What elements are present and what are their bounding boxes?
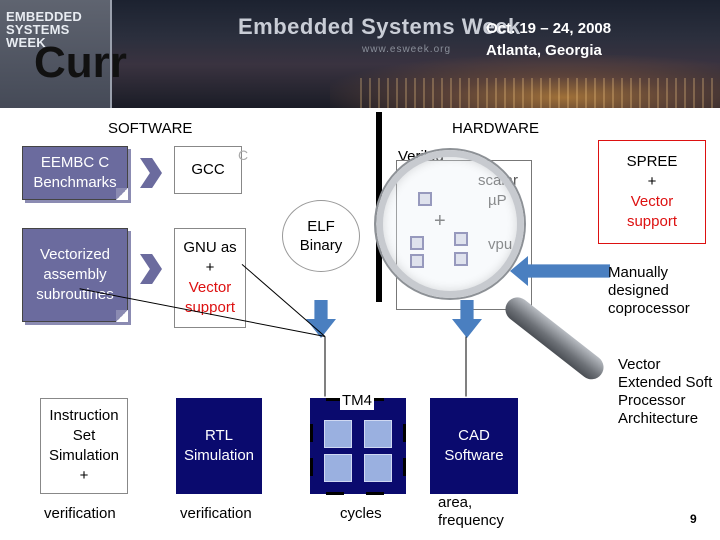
banner-date-line-1: Oct. 19 – 24, 2008 (486, 20, 612, 37)
hardware-header: HARDWARE (452, 120, 539, 137)
city-glow (330, 55, 720, 108)
gnu-as-box: GNU as + Vector support (174, 228, 246, 328)
rtl-verification: verification (180, 505, 252, 522)
rtl-line-2: Simulation (183, 447, 255, 464)
gnu-as-plus: + (205, 259, 215, 276)
tm4-label: TM4 (340, 392, 374, 410)
board-pin (326, 398, 344, 401)
eembc-benchmarks-box: EEMBC C Benchmarks (22, 146, 128, 200)
logo-line-3: WEEK (6, 35, 46, 50)
logo-text: EMBEDDED SYSTEMS WEEK (6, 10, 82, 49)
gcc-suffix: C (238, 147, 249, 163)
banner-date-line-2: Atlanta, Georgia (486, 42, 602, 59)
gnu-vector-support: Vector support (184, 279, 236, 316)
fpga-tile (364, 420, 392, 448)
gnu-as-label: GNU as (183, 239, 237, 256)
board-pin (403, 424, 406, 442)
board-pin (310, 424, 313, 442)
board-pin (310, 458, 313, 476)
cad-software-box: CAD Software (430, 398, 518, 494)
iss-line-3: Simulation (48, 447, 120, 464)
elf-binary-oval: ELF Binary (282, 200, 360, 272)
fpga-tile (364, 454, 392, 482)
slide-title: Curr (34, 38, 127, 87)
logo-line-2: SYSTEMS (6, 22, 70, 37)
spree-vector-support: Vector support (626, 193, 678, 230)
logo-line-1: EMBEDDED (6, 9, 82, 24)
spree-box: SPREE + Vector support (598, 140, 706, 244)
conference-logo: EMBEDDED SYSTEMS WEEK (0, 0, 112, 108)
vesp-label: Vector Extended Soft Processor Architect… (618, 356, 713, 427)
connector-line (324, 336, 326, 397)
iss-verification: verification (44, 505, 116, 522)
eembc-label: EEMBC C Benchmarks (33, 154, 117, 191)
connector-line (241, 263, 326, 337)
iss-box: Instruction Set Simulation + (40, 398, 128, 494)
rtl-line-1: RTL (204, 427, 234, 444)
city-lights (360, 78, 720, 108)
connector-line (465, 336, 467, 397)
cad-line-1: CAD (458, 427, 490, 444)
banner-date: Oct. 19 – 24, 2008 Atlanta, Georgia (486, 18, 636, 62)
chevron-right-icon (140, 254, 162, 284)
area-frequency-label: area, frequency (438, 494, 504, 529)
spree-plus: + (647, 173, 657, 190)
banner-title: Embedded Systems Week (238, 14, 521, 39)
board-pin (366, 398, 384, 401)
arrow-left-icon (510, 256, 610, 286)
iss-line-4: + (79, 467, 89, 484)
iss-line-2: Set (72, 427, 96, 444)
page-number: 9 (690, 512, 697, 526)
vectorized-subroutines-box: Vectorized assembly subroutines (22, 228, 128, 322)
elf-label: ELF Binary (299, 218, 343, 254)
board-pin (403, 458, 406, 476)
conference-banner: EMBEDDED SYSTEMS WEEK Embedded Systems W… (0, 0, 720, 108)
magnifier-lens-icon (376, 150, 524, 298)
rtl-simulation-box: RTL Simulation (176, 398, 262, 494)
cycles-label: cycles (340, 505, 382, 522)
manually-designed-label: Manually designed coprocessor (608, 264, 690, 317)
gcc-box: GCC (174, 146, 242, 194)
tm4-board (310, 398, 406, 494)
chevron-right-icon (140, 158, 162, 188)
iss-line-1: Instruction (49, 407, 119, 424)
magnifier-handle-icon (500, 292, 609, 385)
spree-label: SPREE (626, 153, 678, 170)
gcc-label: GCC (191, 161, 225, 178)
fpga-tile (324, 420, 352, 448)
board-pin (326, 492, 344, 495)
vectorized-label: Vectorized assembly subroutines (36, 246, 114, 303)
banner-url: www.esweek.org (362, 44, 452, 55)
board-pin (366, 492, 384, 495)
fpga-tile (324, 454, 352, 482)
cad-line-2: Software (444, 447, 504, 464)
software-header: SOFTWARE (108, 120, 193, 137)
